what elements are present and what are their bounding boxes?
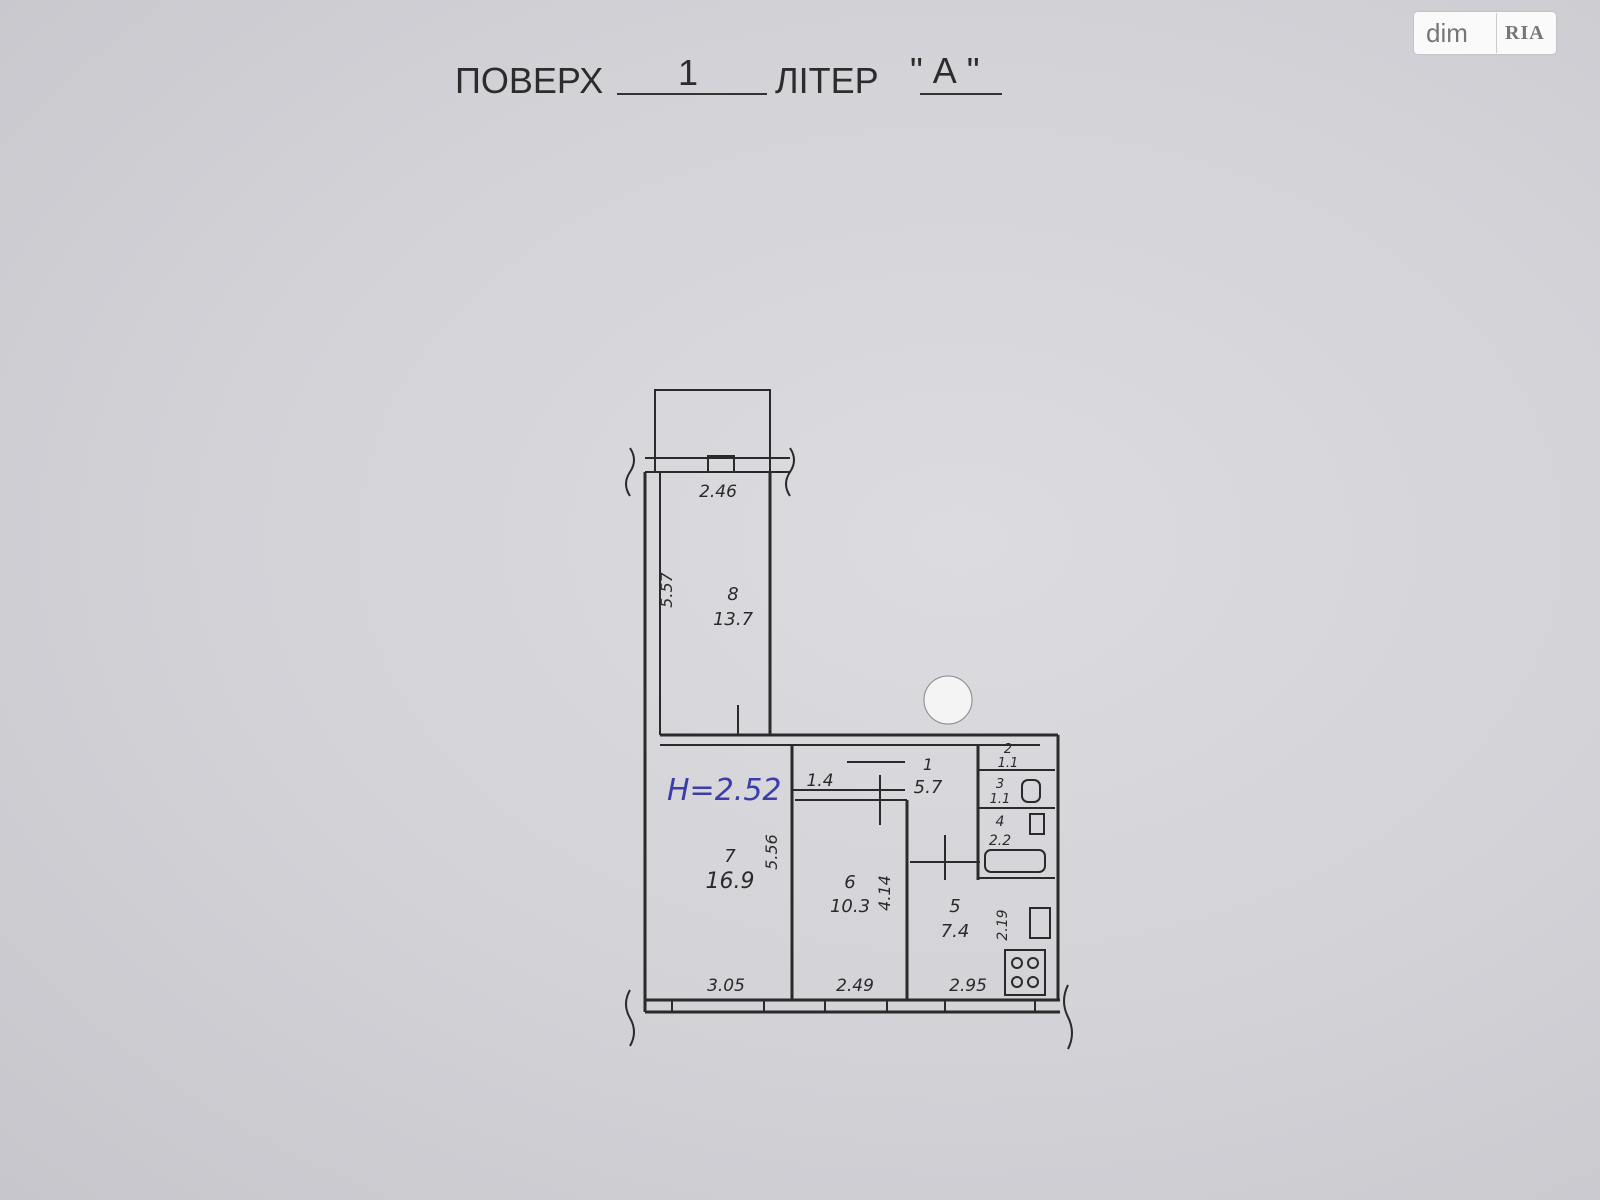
dim-room7-length: 5.56 — [762, 834, 781, 870]
room-3-number: 3 — [996, 777, 1004, 792]
break-mark-top-right — [785, 447, 795, 497]
dim-room8-length: 5.57 — [657, 571, 676, 607]
dim-room6-length: 4.14 — [875, 875, 894, 911]
watermark-dim: dim — [1426, 17, 1468, 48]
break-mark-bottom-left — [625, 989, 635, 1047]
floor-label: ПОВЕРХ — [455, 60, 604, 101]
break-mark-bottom-right — [1063, 984, 1073, 1050]
window-room5 — [944, 999, 1036, 1013]
dim-balcony-width: 2.46 — [699, 482, 737, 502]
room-8-number: 8 — [727, 584, 738, 605]
dim-ria-watermark: dim RIA — [1414, 12, 1556, 54]
litera-label: ЛІТЕР — [775, 60, 879, 101]
room-6-number: 6 — [844, 872, 855, 893]
ceiling-height: H=2.52 — [667, 773, 782, 808]
stove-burner-icon — [1027, 976, 1039, 988]
sticker-blot — [923, 675, 973, 725]
room-2-number: 2 — [1004, 742, 1012, 757]
room-7-number: 7 — [724, 846, 736, 867]
litera-underline — [920, 93, 1002, 95]
window-room6 — [824, 999, 888, 1013]
room-1-number: 1 — [923, 755, 933, 774]
floor-underline — [617, 93, 767, 95]
break-mark-top-left — [625, 447, 635, 497]
room-1-area: 5.7 — [914, 777, 943, 798]
dim-room7-width: 3.05 — [707, 976, 745, 996]
room-4-number: 4 — [996, 814, 1005, 830]
bathtub-icon — [984, 849, 1046, 873]
room-6-area: 10.3 — [830, 896, 870, 917]
watermark-divider — [1496, 13, 1497, 53]
kitchen-sink-icon — [1029, 907, 1051, 939]
room-5-area: 7.4 — [941, 921, 970, 942]
room-8-area: 13.7 — [713, 609, 754, 630]
window-room7 — [671, 999, 765, 1013]
toilet-icon — [1021, 779, 1041, 803]
balcony-outline — [654, 389, 771, 473]
room-4-area: 2.2 — [989, 833, 1011, 849]
stove-burner-icon — [1011, 976, 1023, 988]
corridor-area: 1.4 — [806, 771, 833, 791]
room-3-area: 1.1 — [990, 792, 1011, 807]
litera-value: " А " — [910, 50, 980, 91]
stove-burner-icon — [1011, 957, 1023, 969]
stove-burner-icon — [1027, 957, 1039, 969]
stove-icon — [1004, 949, 1046, 996]
dim-room5-width: 2.95 — [949, 976, 987, 996]
plan-header: ПОВЕРХ 1 ЛІТЕР " А " — [455, 50, 1015, 112]
room-5-number: 5 — [949, 896, 960, 917]
watermark-ria-logo: RIA — [1505, 21, 1545, 44]
dim-room5-length: 2.19 — [995, 909, 1011, 940]
sink-icon — [1029, 813, 1045, 835]
room-2-area: 1.1 — [998, 756, 1019, 771]
room-7-area: 16.9 — [706, 869, 755, 894]
floor-value: 1 — [678, 52, 699, 93]
dim-room6-width: 2.49 — [836, 976, 874, 996]
balcony-door — [707, 455, 735, 473]
